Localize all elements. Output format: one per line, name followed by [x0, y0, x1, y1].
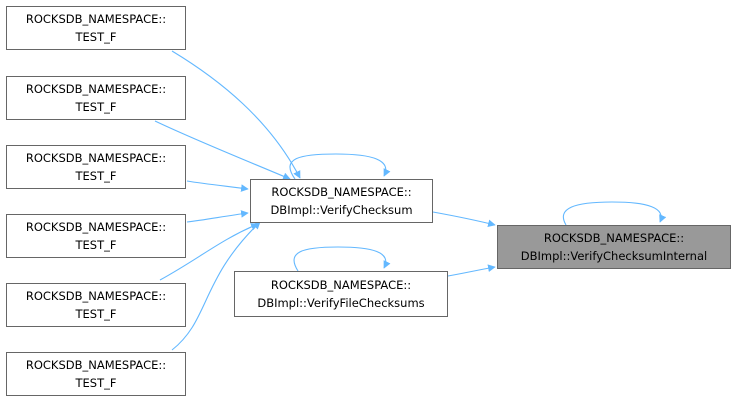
node-namespace-label: ROCKSDB_NAMESPACE::: [25, 289, 167, 303]
node-function-label: DBImpl::VerifyFileChecksums: [257, 296, 425, 310]
node-function-label: TEST_F: [75, 307, 117, 321]
node-test-f-3[interactable]: ROCKSDB_NAMESPACE:: TEST_F: [6, 145, 186, 189]
node-test-f-6[interactable]: ROCKSDB_NAMESPACE:: TEST_F: [6, 352, 186, 396]
edge-t2-to-verifychecksum: [154, 120, 291, 180]
node-test-f-1[interactable]: ROCKSDB_NAMESPACE:: TEST_F: [6, 6, 186, 50]
edge-t5-to-verifychecksum: [159, 223, 259, 281]
edge-verifychecksum-to-internal: [432, 211, 496, 228]
node-function-label: TEST_F: [75, 30, 117, 44]
edge-verifychecksum-self: [289, 153, 391, 180]
node-test-f-5[interactable]: ROCKSDB_NAMESPACE:: TEST_F: [6, 283, 186, 327]
node-function-label: DBImpl::VerifyChecksumInternal: [520, 249, 708, 263]
edge-verifyfilechecksums-self: [293, 246, 391, 272]
edge-t6-to-verifychecksum: [171, 221, 261, 351]
node-namespace-label: ROCKSDB_NAMESPACE::: [543, 231, 685, 245]
node-namespace-label: ROCKSDB_NAMESPACE::: [271, 185, 412, 199]
edge-t4-to-verifychecksum: [186, 210, 249, 223]
node-test-f-2[interactable]: ROCKSDB_NAMESPACE:: TEST_F: [6, 76, 186, 120]
edge-t3-to-verifychecksum: [186, 180, 249, 192]
node-verify-checksum[interactable]: ROCKSDB_NAMESPACE:: DBImpl::VerifyChecks…: [250, 179, 433, 223]
node-function-label: TEST_F: [75, 238, 117, 252]
edge-t1-to-verifychecksum: [171, 50, 301, 179]
edge-internal-self: [562, 201, 667, 226]
edge-verifyfilechecksums-to-internal: [447, 264, 496, 277]
node-namespace-label: ROCKSDB_NAMESPACE::: [25, 82, 167, 96]
node-namespace-label: ROCKSDB_NAMESPACE::: [25, 12, 167, 26]
node-verify-file-checksums[interactable]: ROCKSDB_NAMESPACE:: DBImpl::VerifyFileCh…: [234, 271, 448, 317]
node-namespace-label: ROCKSDB_NAMESPACE::: [25, 220, 167, 234]
node-function-label: TEST_F: [75, 100, 117, 114]
node-namespace-label: ROCKSDB_NAMESPACE::: [25, 358, 167, 372]
node-namespace-label: ROCKSDB_NAMESPACE::: [25, 151, 167, 165]
node-function-label: DBImpl::VerifyChecksum: [270, 203, 413, 217]
node-namespace-label: ROCKSDB_NAMESPACE::: [270, 278, 412, 292]
node-function-label: TEST_F: [75, 376, 117, 390]
node-test-f-4[interactable]: ROCKSDB_NAMESPACE:: TEST_F: [6, 214, 186, 258]
node-function-label: TEST_F: [75, 169, 117, 183]
node-verify-checksum-internal-current: ROCKSDB_NAMESPACE:: DBImpl::VerifyChecks…: [497, 225, 731, 269]
